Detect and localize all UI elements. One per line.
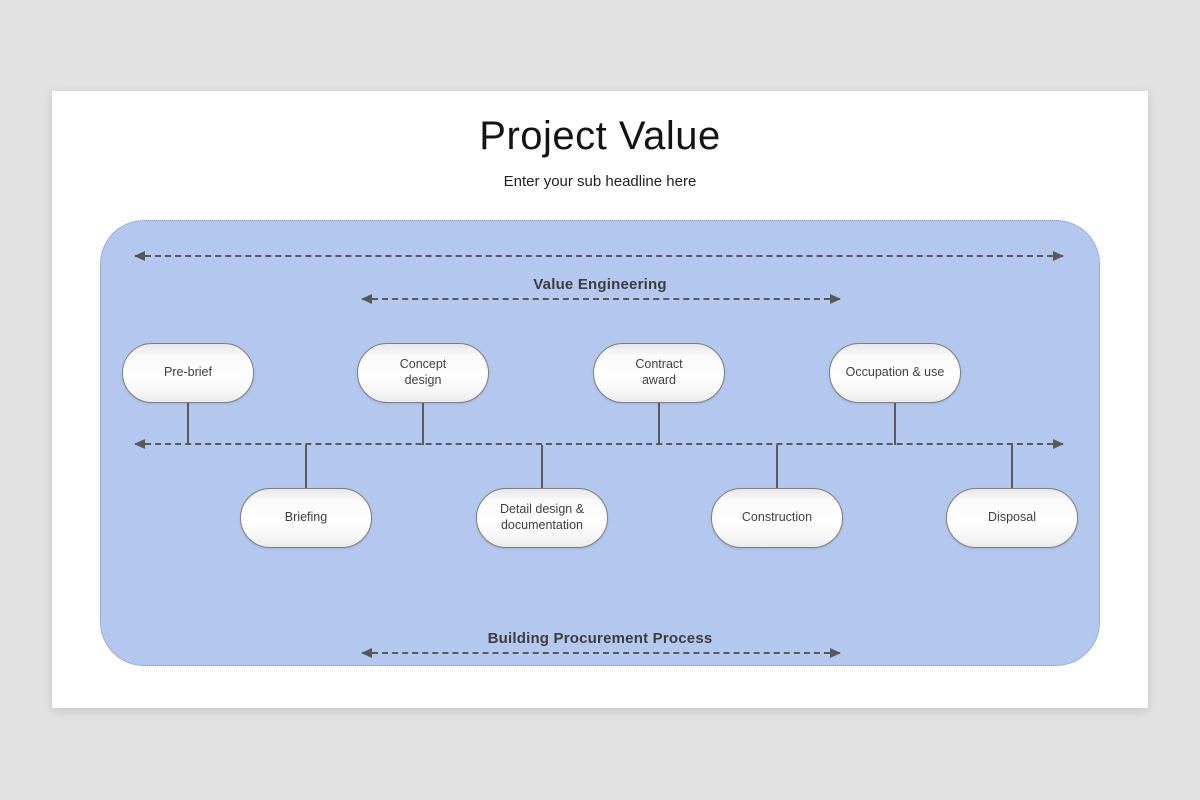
pill-contract-award: Contract award [593,343,725,403]
building-procurement-double-arrow [361,648,841,658]
pill-detail-design-documentation: Detail design & documentation [476,488,608,548]
connector-construction [776,445,778,488]
value-engineering-double-arrow [361,294,841,304]
timeline-double-arrow [134,439,1064,449]
pill-concept-design: Concept design [357,343,489,403]
building-procurement-process-label: Building Procurement Process [487,630,713,647]
connector-disposal [1011,445,1013,488]
page-title: Project Value [479,114,721,158]
connector-occupation-and-use [894,403,896,445]
connector-contract-award [658,403,660,445]
diagram-panel: Value Engineering Pre-brief Concept desi… [100,220,1100,666]
connector-detail-design [541,445,543,488]
connector-pre-brief [187,403,189,445]
page-subtitle: Enter your sub headline here [503,173,697,190]
pill-disposal: Disposal [946,488,1078,548]
full-span-double-arrow [134,251,1064,261]
pill-pre-brief: Pre-brief [122,343,254,403]
pill-occupation-and-use: Occupation & use [829,343,961,403]
pill-construction: Construction [711,488,843,548]
connector-briefing [305,445,307,488]
pill-briefing: Briefing [240,488,372,548]
value-engineering-label: Value Engineering [533,276,667,293]
connector-concept-design [422,403,424,445]
slide-canvas: Project Value Enter your sub headline he… [52,91,1148,708]
